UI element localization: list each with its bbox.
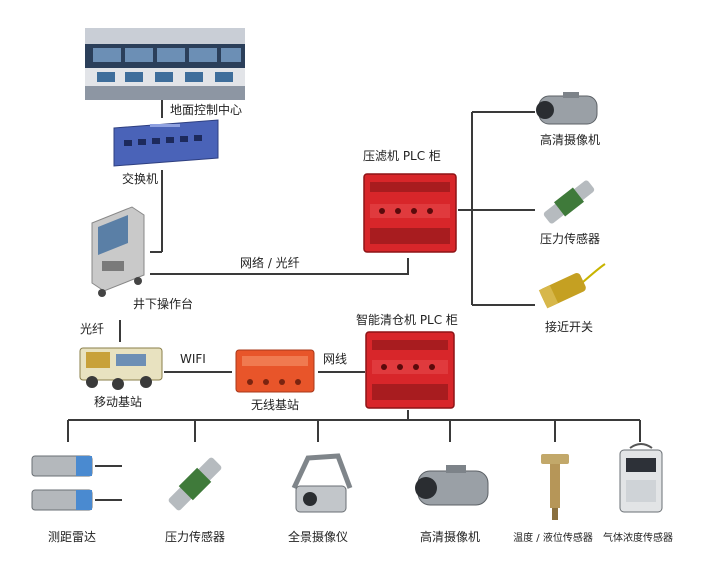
temp-level-sensor-icon <box>541 454 569 520</box>
label-pressure-sensor-top: 压力传感器 <box>540 232 601 246</box>
pressure-sensor-top-icon <box>543 180 595 224</box>
label-temp-level-sensor: 温度 / 液位传感器 <box>513 533 593 544</box>
label-wifi: WIFI <box>180 352 206 366</box>
label-pressure-sensor-bottom: 压力传感器 <box>164 530 226 544</box>
control-center-image <box>85 28 245 100</box>
label-cable: 网线 <box>323 352 348 366</box>
label-press-plc: 压滤机 PLC 柜 <box>363 149 441 163</box>
label-switch: 交换机 <box>121 172 159 186</box>
panoramic-camera-icon <box>291 453 353 513</box>
label-range-radar: 测距雷达 <box>47 530 97 544</box>
label-control-center: 地面控制中心 <box>170 103 243 117</box>
mobile-station-icon <box>79 347 163 390</box>
wireless-station-icon <box>235 349 315 393</box>
line-network-fiber <box>150 258 409 275</box>
label-network-fiber: 网络 / 光纤 <box>240 256 300 270</box>
hd-camera-top-icon <box>536 92 598 125</box>
smart-plc-cabinet-icon <box>365 331 455 409</box>
console-icon <box>91 206 145 297</box>
range-radar-icon <box>31 455 93 511</box>
hd-camera-bottom-icon <box>415 465 489 506</box>
label-smart-plc: 智能清仓机 PLC 柜 <box>356 313 458 327</box>
switch-icon <box>113 119 219 167</box>
label-proximity-switch: 接近开关 <box>545 320 594 334</box>
label-hd-camera-bottom: 高清摄像机 <box>419 530 481 544</box>
pressure-sensor-bottom-icon <box>168 457 222 511</box>
label-fiber: 光纤 <box>80 322 105 336</box>
label-hd-camera-top: 高清摄像机 <box>540 133 601 147</box>
label-console: 井下操作台 <box>133 297 194 311</box>
label-panoramic-camera: 全景摄像仪 <box>287 530 349 544</box>
label-mobile-station: 移动基站 <box>93 395 143 409</box>
label-wireless-station: 无线基站 <box>250 398 300 412</box>
label-gas-sensor: 气体浓度传感器 <box>603 533 673 544</box>
press-plc-cabinet-icon <box>363 173 457 253</box>
proximity-switch-icon <box>538 263 606 309</box>
gas-sensor-icon <box>619 443 663 513</box>
